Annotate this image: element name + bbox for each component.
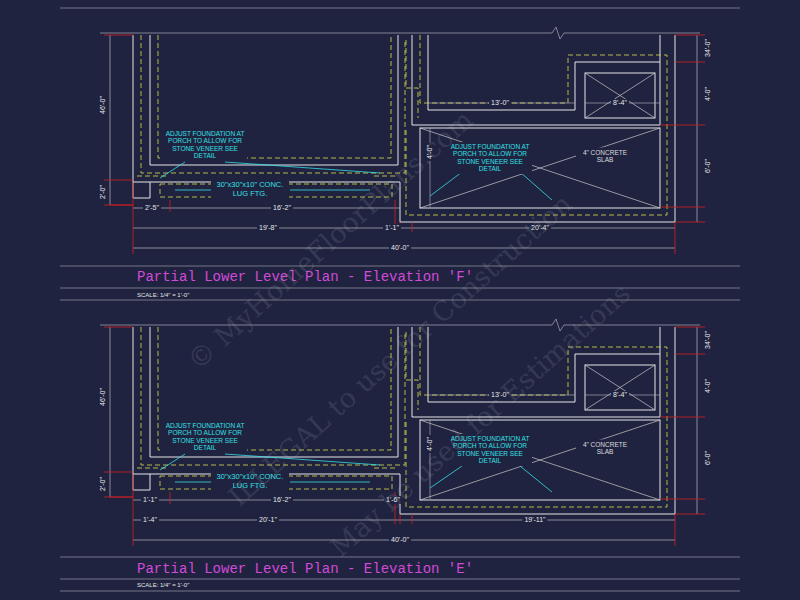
foundation-note: ADJUST FOUNDATION AT PORCH TO ALLOW FOR … [163,421,247,453]
dimension-text: 40'-0" [389,536,411,544]
footing-note: 30"x30"x10" CONC. LUG FTG. [211,180,289,199]
dimension-text: 16'-2" [271,204,293,212]
scale-note: SCALE: 1/4" = 1'-0" [137,292,189,299]
plan-title: Partial Lower Level Plan - Elevation 'E' [137,561,473,577]
dimension-text: 6'-0" [704,449,712,467]
dimension-text: 20'-1" [257,516,279,524]
dimension-text: 16'-2" [271,496,293,504]
dimension-text: 13'-0" [489,99,511,107]
dimension-text: 40'-0" [389,244,411,252]
watermark: May be used for Estimations [324,277,636,562]
slab-note: 4" CONCRETE SLAB [576,440,634,457]
dimension-text: 1'-1" [141,496,159,504]
dimension-text: 6'-0" [704,157,712,175]
dimension-text: 46'-0" [99,386,107,408]
dimension-text: 2'-0" [99,183,107,201]
dimension-text: 4'-0" [704,85,712,103]
foundation-note: ADJUST FOUNDATION AT PORCH TO ALLOW FOR … [163,129,247,161]
dimension-text: 2'-0" [99,475,107,493]
dimension-text: 8'-4" [611,99,629,107]
dimension-text: 34'-0" [704,329,712,351]
dimension-text: 19'-8" [257,224,279,232]
dimension-text: 4'-0" [704,377,712,395]
dimension-text: 1'-1" [383,224,401,232]
dimension-text: 1'-4" [141,516,159,524]
dimension-text: 46'-0" [99,94,107,116]
dimension-text: 2'-5" [143,204,161,212]
foundation-note: ADJUST FOUNDATION AT PORCH TO ALLOW FOR … [448,142,532,174]
dimension-text: 19'-11" [522,516,547,524]
dimension-text: 34'-0" [704,37,712,59]
dimension-text: 8'-4" [611,391,629,399]
scale-note: SCALE: 1/4" = 1'-0" [137,582,189,589]
slab-note: 4" CONCRETE SLAB [576,148,634,165]
